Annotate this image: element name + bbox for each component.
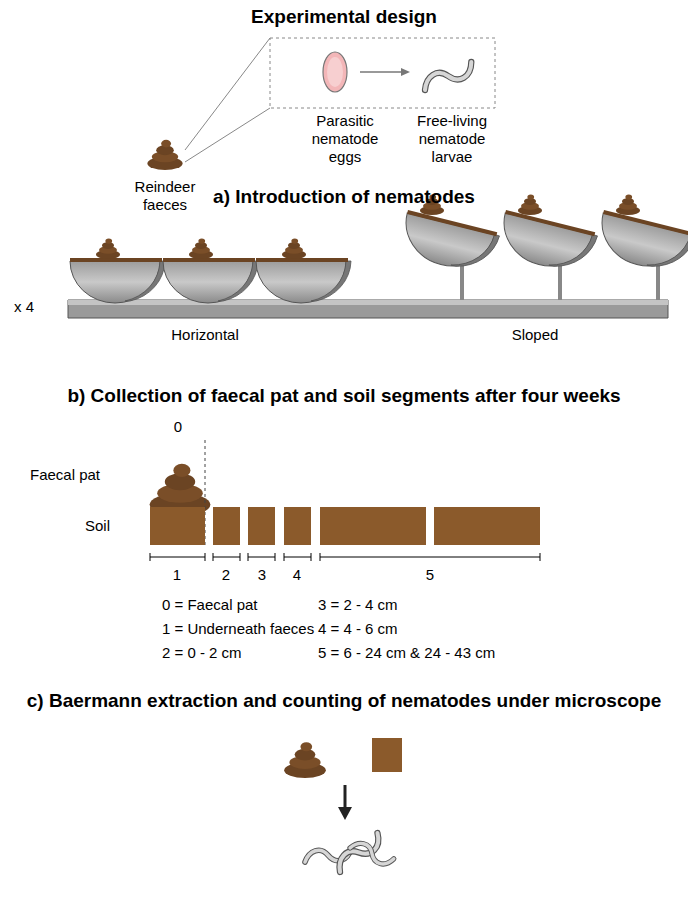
arrow (360, 71, 403, 73)
trough-sloped (397, 194, 688, 300)
key-entry: 1 = Underneath faeces (162, 620, 314, 638)
part-label: Faecal pat (30, 466, 100, 484)
trough-horizontal (70, 238, 351, 303)
section-heading: a) Introduction of nematodes (213, 186, 475, 209)
key-entry: 3 = 2 - 4 cm (318, 596, 398, 614)
caption-label: Free-living nematode larvae (407, 112, 497, 166)
key-entry: 0 = Faecal pat (162, 596, 257, 614)
callout-number: 1 (173, 566, 181, 584)
callout-number: 4 (293, 566, 301, 584)
egg-inner (327, 57, 343, 87)
zoom-box (270, 38, 495, 108)
arrow (344, 785, 347, 810)
soil-segments (150, 507, 540, 545)
section-heading: c) Baermann extraction and counting of n… (27, 690, 662, 713)
caption-label: Reindeer faeces (125, 178, 205, 214)
callout-number: 3 (258, 566, 266, 584)
arrowhead (338, 807, 352, 820)
callout-number: 2 (222, 566, 230, 584)
callout-number: 5 (426, 566, 434, 584)
platform-top (68, 300, 668, 305)
callout-number: 0 (174, 418, 182, 436)
arrowhead (401, 68, 410, 76)
brackets (150, 553, 540, 561)
larvae (303, 826, 396, 880)
key-entry: 4 = 4 - 6 cm (318, 620, 398, 638)
larva (420, 53, 476, 100)
zoom-line (185, 38, 270, 150)
zoom-line (185, 108, 270, 162)
key-entry: 5 = 6 - 24 cm & 24 - 43 cm (318, 644, 495, 662)
platform (68, 300, 668, 318)
group-label: Horizontal (171, 326, 239, 344)
faeces-icon (284, 742, 326, 778)
diagram-title: Experimental design (251, 6, 437, 29)
caption-label: Parasitic nematode eggs (295, 112, 395, 166)
part-label: Soil (85, 517, 110, 535)
replicate-label: x 4 (14, 298, 34, 316)
section-heading: b) Collection of faecal pat and soil seg… (67, 385, 620, 408)
key-entry: 2 = 0 - 2 cm (162, 644, 242, 662)
faeces-icon (147, 140, 182, 170)
soil-sample (372, 738, 402, 772)
egg (323, 52, 347, 92)
group-label: Sloped (512, 326, 559, 344)
